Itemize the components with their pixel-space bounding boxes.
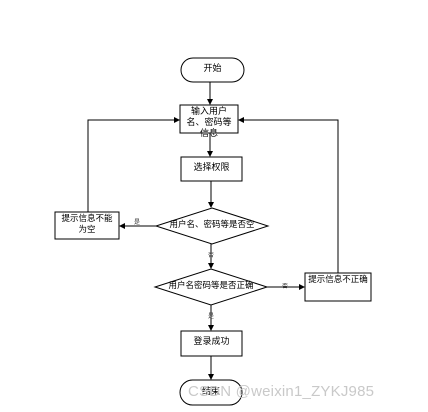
- empty-yes-label: 是: [134, 219, 141, 226]
- empty-check-label: 用户名、密码等是否空: [169, 220, 255, 230]
- start-label: 开始: [203, 64, 222, 74]
- empty-prompt-box: [54, 211, 120, 240]
- arrow-empty-prompt-back-to-input: [87, 117, 180, 212]
- arrow-wrong-prompt-back-to-input: [238, 117, 339, 273]
- permission-process-box: [180, 156, 243, 182]
- success-process-box: [180, 330, 243, 357]
- correct-no-label: 否: [282, 283, 289, 290]
- input-process-box: [179, 104, 239, 134]
- input-label: 输入用户名、密码等信息: [186, 107, 232, 139]
- empty-prompt-label: 提示信息不能为空: [61, 214, 113, 235]
- correct-yes-label: 是: [208, 313, 215, 320]
- permission-label: 选择权限: [193, 163, 230, 173]
- end-label: 结束: [201, 387, 220, 397]
- wrong-prompt-label: 提示信息不正确: [308, 275, 368, 285]
- success-label: 登录成功: [193, 337, 230, 347]
- empty-no-label: 否: [208, 252, 215, 259]
- csdn-watermark: CSDN @weixin1_ZYKJ985: [188, 383, 375, 400]
- start-terminal: [180, 57, 245, 83]
- correct-check-label: 用户名密码等是否正确: [168, 281, 254, 291]
- wrong-prompt-box: [304, 272, 372, 302]
- empty-decision-diamond: [154, 207, 270, 245]
- end-terminal: [179, 379, 243, 406]
